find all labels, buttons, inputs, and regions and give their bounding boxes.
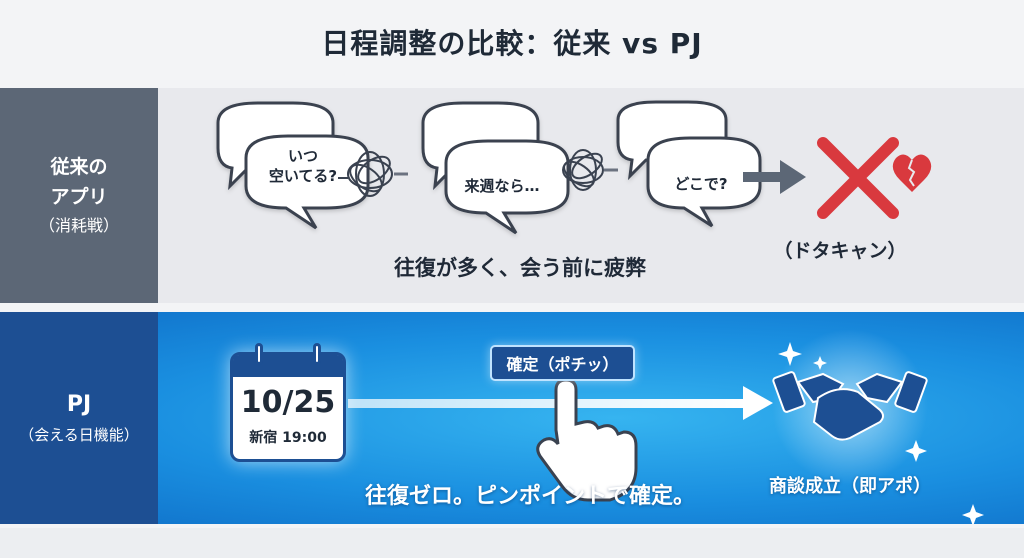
pj-row: PJ （会える日機能） [0, 312, 1024, 524]
bubble-2-line1: 来週なら… [464, 177, 540, 195]
traditional-flow-graphic [216, 100, 932, 235]
page-title: 日程調整の比較：従来 vs PJ [321, 27, 703, 60]
cross-icon [817, 137, 899, 219]
pj-label: PJ （会える日機能） [0, 312, 158, 524]
calendar-ring [255, 343, 263, 365]
bubble-1-text: いつ 空いてる? [238, 146, 368, 186]
calendar-place: 新宿 19:00 [249, 430, 327, 446]
confirm-button[interactable]: 確定（ポチッ） [490, 345, 635, 381]
speech-bubble-icon [616, 100, 762, 228]
traditional-label-line1: 従来の [50, 155, 108, 178]
bubble-3-line1: どこで? [674, 175, 728, 193]
arrow-right-icon [743, 160, 806, 194]
pj-caption: 往復ゼロ。ピンポイントで確定。 [364, 484, 695, 509]
speech-bubble-icon [421, 101, 570, 235]
pj-flow-graphic [348, 329, 984, 524]
pj-label-line2: （会える日機能） [19, 426, 139, 444]
pj-label-line1: PJ [66, 392, 92, 417]
arrow-right-icon [348, 386, 773, 420]
broken-heart-icon [892, 154, 932, 192]
calendar-date: 10/25 [240, 385, 336, 420]
calendar-ring [313, 343, 321, 365]
pj-result: 商談成立（即アポ） [769, 476, 931, 497]
bubble-1-line1: いつ [287, 147, 318, 165]
traditional-result: （ドタキャン） [773, 240, 907, 262]
calendar-icon: 10/25 新宿 19:00 [230, 343, 346, 462]
traditional-label-line3: （消耗戦） [38, 215, 119, 235]
bubble-3-text: どこで? [646, 174, 756, 194]
handshake-icon [772, 371, 928, 441]
bottom-strip [0, 528, 1024, 558]
tangle-icon [338, 151, 408, 197]
bubble-1-line2: 空いてる? [268, 167, 338, 185]
tangle-icon [562, 149, 618, 191]
calendar-header [233, 355, 343, 377]
traditional-row: 従来の アプリ （消耗戦） [0, 88, 1024, 303]
traditional-label: 従来の アプリ （消耗戦） [0, 88, 158, 303]
speech-bubble-icon [216, 101, 370, 230]
sparkle-icon [778, 342, 984, 524]
bubble-2-text: 来週なら… [442, 176, 562, 196]
traditional-caption: 往復が多く、会う前に疲弊 [394, 256, 646, 280]
traditional-label-line2: アプリ [50, 185, 108, 208]
